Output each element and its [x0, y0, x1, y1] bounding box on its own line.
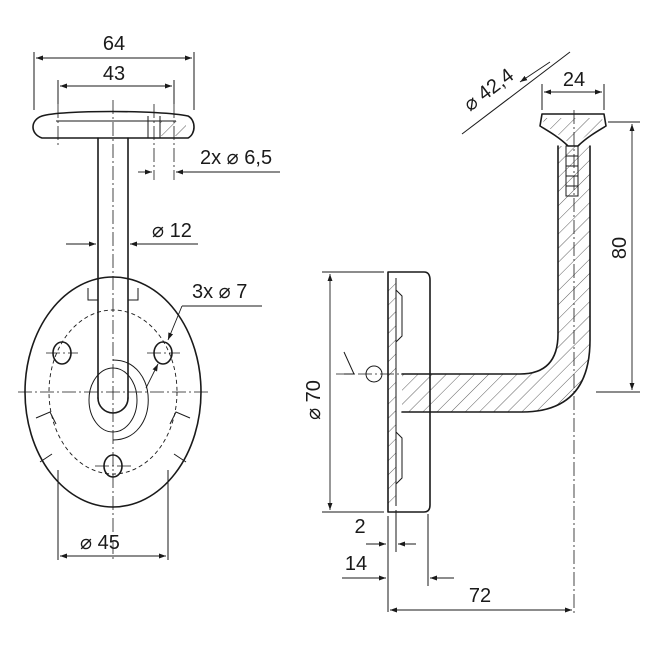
dim-tube-diameter: ⌀ 12	[152, 220, 192, 242]
dim-saddle-radius: ⌀ 42,4	[460, 64, 518, 116]
dim-height: 80	[609, 237, 631, 259]
side-base-plate	[387, 271, 431, 513]
dim-saddle-width: 24	[563, 69, 585, 91]
dim-base-holes: 3x ⌀ 7	[192, 281, 247, 303]
dim-projection: 72	[469, 585, 491, 607]
front-view: 64 43 2x ⌀ 6,5 ⌀ 12 3x ⌀ 7 ⌀ 45	[18, 33, 280, 560]
side-view: ⌀ 42,4 24 80 ⌀ 70 2 14 72	[303, 51, 640, 614]
dim-top-hole-span: 43	[103, 63, 125, 85]
dim-plate-thickness: 2	[354, 516, 365, 538]
dim-top-plate-width: 64	[103, 33, 125, 55]
side-bent-tube[interactable]	[402, 146, 590, 412]
dim-base-bolt-circle: ⌀ 45	[80, 532, 120, 554]
top-saddle-plate	[32, 110, 195, 139]
dim-base-depth: 14	[345, 553, 367, 575]
dim-top-holes: 2x ⌀ 6,5	[200, 147, 272, 169]
dim-base-diameter: ⌀ 70	[303, 380, 325, 420]
